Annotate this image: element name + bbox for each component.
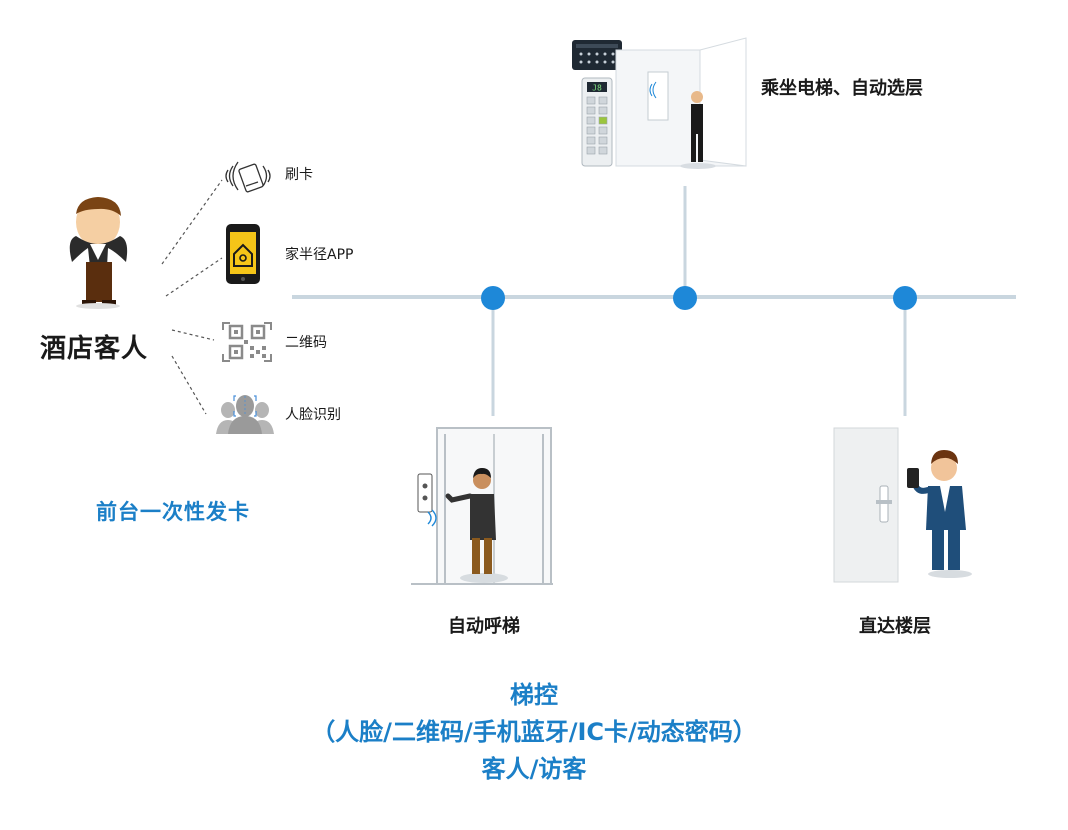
qr-code-icon: [222, 322, 272, 362]
method-label-card: 刷卡: [285, 167, 313, 183]
summary-title: 梯控: [510, 681, 558, 709]
node-label-call: 自动呼梯: [448, 616, 520, 637]
card-swipe-icon: [225, 161, 271, 193]
node-direct: [893, 286, 917, 310]
node-label-direct: 直达楼层: [859, 616, 931, 637]
summary-methods: （人脸/二维码/手机蓝牙/IC卡/动态密码）: [311, 718, 757, 746]
elevator-button-panel: [581, 77, 613, 167]
node-ride: [673, 286, 697, 310]
phone-app-icon: [226, 224, 260, 284]
face-recognition-icon: [216, 395, 274, 434]
guest-figure: [69, 197, 128, 309]
caller-person: [445, 468, 508, 583]
method-connectors: [161, 179, 223, 415]
node-label-ride: 乘坐电梯、自动选层: [761, 78, 923, 99]
method-label-face: 人脸识别: [285, 407, 341, 423]
room-door: [833, 427, 899, 583]
reader-device: [572, 40, 622, 70]
method-label-app: 家半径APP: [285, 247, 354, 263]
hall-call-panel: [417, 473, 437, 527]
method-label-qr: 二维码: [285, 335, 327, 351]
guest-with-phone: [907, 450, 972, 578]
node-call: [481, 286, 505, 310]
panel-display-text: J8: [592, 84, 602, 93]
elevator-doors: [411, 427, 553, 585]
elevator-car-interior: [615, 37, 747, 169]
front-desk-label: 前台一次性发卡: [96, 500, 250, 524]
guest-title: 酒店客人: [40, 334, 149, 364]
summary-block: 梯控 （人脸/二维码/手机蓝牙/IC卡/动态密码） 客人/访客: [0, 677, 1068, 788]
summary-users: 客人/访客: [481, 755, 587, 783]
